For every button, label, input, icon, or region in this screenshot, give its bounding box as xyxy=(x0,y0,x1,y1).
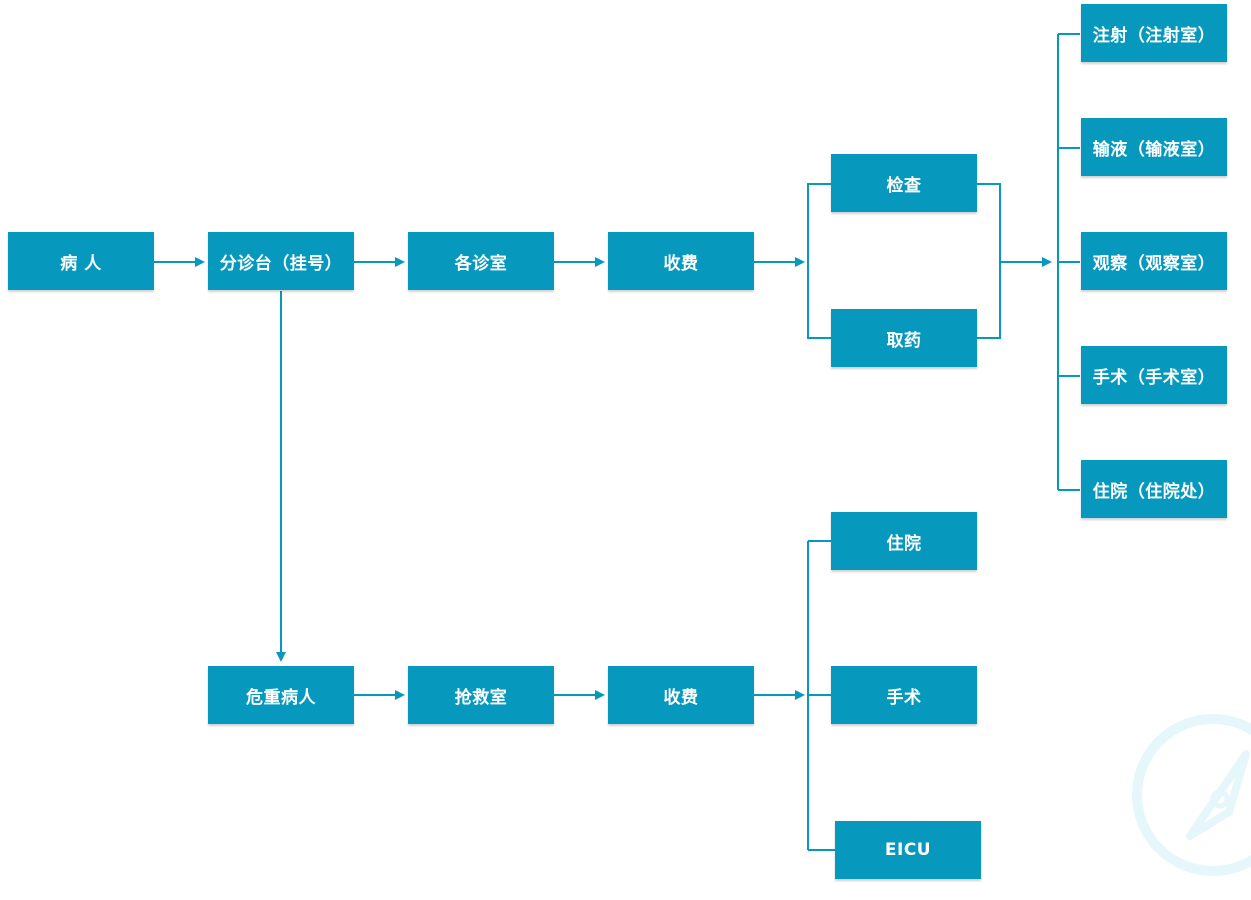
node-emergency-surgery-label: 手术 xyxy=(886,687,922,708)
node-observation-label: 观察（观察室） xyxy=(1092,253,1216,274)
branch-billing-left xyxy=(807,183,831,339)
node-triage-label: 分诊台（挂号） xyxy=(219,253,343,274)
node-admission-office-label: 住院（住院处） xyxy=(1092,481,1216,502)
node-emergency-admission: 住院 xyxy=(831,512,977,570)
node-emergency-surgery: 手术 xyxy=(831,666,977,724)
node-patient-label: 病 人 xyxy=(60,253,102,274)
node-admission-office: 住院（住院处） xyxy=(1081,460,1227,518)
node-exam: 检查 xyxy=(831,154,977,212)
node-eicu: EICU xyxy=(835,821,981,879)
node-rescue-room-label: 抢救室 xyxy=(454,687,508,708)
node-rescue-room: 抢救室 xyxy=(408,666,554,724)
node-billing-label: 收费 xyxy=(663,253,699,274)
node-pharmacy-label: 取药 xyxy=(886,330,922,351)
merge-right xyxy=(977,183,1001,339)
node-emergency-admission-label: 住院 xyxy=(886,533,922,554)
node-exam-label: 检查 xyxy=(886,175,922,196)
node-observation: 观察（观察室） xyxy=(1081,232,1227,290)
node-clinics-label: 各诊室 xyxy=(454,253,508,274)
node-surgery-room: 手术（手术室） xyxy=(1081,346,1227,404)
compass-icon xyxy=(1132,714,1251,876)
node-surgery-room-label: 手术（手术室） xyxy=(1092,367,1216,388)
node-critical-patient-label: 危重病人 xyxy=(246,687,316,708)
node-emergency-billing: 收费 xyxy=(608,666,754,724)
node-critical-patient: 危重病人 xyxy=(208,666,354,724)
node-injection-label: 注射（注射室） xyxy=(1092,25,1216,46)
node-emergency-billing-label: 收费 xyxy=(663,687,699,708)
node-infusion: 输液（输液室） xyxy=(1081,118,1227,176)
node-injection: 注射（注射室） xyxy=(1081,4,1227,62)
node-clinics: 各诊室 xyxy=(408,232,554,290)
node-patient: 病 人 xyxy=(8,232,154,290)
node-triage: 分诊台（挂号） xyxy=(208,232,354,290)
node-billing: 收费 xyxy=(608,232,754,290)
node-eicu-label: EICU xyxy=(884,840,932,860)
node-infusion-label: 输液（输液室） xyxy=(1092,139,1216,160)
node-pharmacy: 取药 xyxy=(831,309,977,367)
